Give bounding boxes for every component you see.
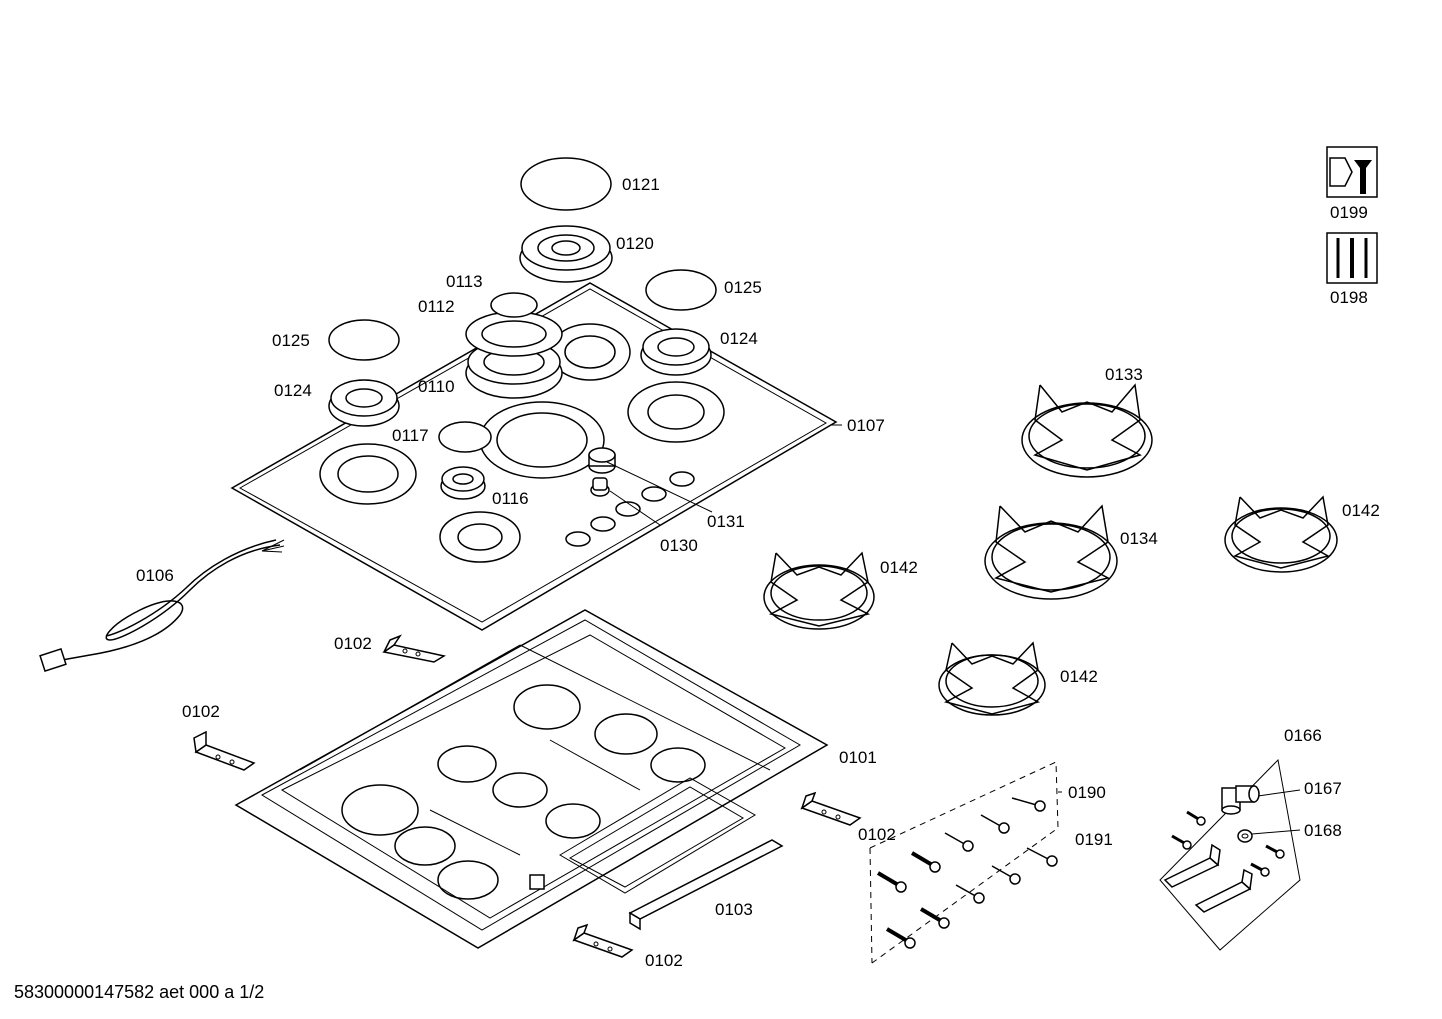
label-0116: 0116	[492, 489, 529, 508]
label-0133: 0133	[1105, 365, 1143, 384]
label-0117: 0117	[392, 426, 429, 445]
clamp-small	[1194, 868, 1253, 913]
label-0102-c: 0102	[858, 825, 896, 844]
clamp-small	[1163, 843, 1221, 888]
label-0102-b: 0102	[182, 702, 220, 721]
control-knob	[588, 447, 616, 474]
label-0110: 0110	[418, 377, 455, 396]
part-labels: 0121 0120 0113 0112 0125 0125 0124 0124 …	[136, 175, 1380, 970]
burner-cap-small	[438, 421, 492, 453]
clamp-d	[572, 923, 634, 958]
pan-support-0142-left	[763, 551, 875, 630]
label-0106: 0106	[136, 566, 174, 585]
screw-white	[955, 884, 985, 904]
label-0102-d: 0102	[645, 951, 683, 970]
label-0168: 0168	[1304, 821, 1342, 840]
pan-support-0133	[1021, 383, 1153, 478]
label-0125-right: 0125	[724, 278, 762, 297]
screw-black	[1250, 862, 1270, 877]
burner-head-right	[640, 328, 712, 376]
power-cable	[39, 539, 285, 672]
label-0167: 0167	[1304, 779, 1342, 798]
screw-black	[885, 927, 916, 949]
label-0101: 0101	[839, 748, 877, 767]
label-0166: 0166	[1284, 726, 1322, 745]
screw-black	[919, 907, 950, 929]
label-0190: 0190	[1068, 783, 1106, 802]
label-0130: 0130	[660, 536, 698, 555]
wrench-nut-icon	[1326, 146, 1378, 198]
pan-support-0142-bottom	[938, 641, 1046, 716]
label-0198: 0198	[1330, 288, 1368, 307]
label-0125-left: 0125	[272, 331, 310, 350]
label-0142-right: 0142	[1342, 501, 1380, 520]
label-0121: 0121	[622, 175, 660, 194]
pan-support-0142-right	[1224, 495, 1338, 573]
screw-black	[1265, 844, 1285, 859]
screw-black	[1171, 834, 1192, 850]
label-0191: 0191	[1075, 830, 1113, 849]
clamp-a	[382, 634, 447, 663]
label-0113: 0113	[446, 272, 483, 291]
wok-burner-assembly	[465, 292, 563, 399]
label-0124-left: 0124	[274, 381, 312, 400]
burner-cap-left	[328, 319, 400, 361]
label-0112: 0112	[418, 297, 455, 316]
screw-white	[991, 865, 1021, 885]
washer	[1237, 829, 1253, 843]
label-0199: 0199	[1330, 203, 1368, 222]
screw-black	[910, 851, 941, 873]
label-0124-right: 0124	[720, 329, 758, 348]
burner-cap-large	[520, 157, 612, 211]
clamp-b	[193, 730, 256, 771]
screw-set-box	[869, 761, 1059, 964]
label-0142-bottom: 0142	[1060, 667, 1098, 686]
label-0134: 0134	[1120, 529, 1158, 548]
burner-head-left	[328, 379, 400, 427]
label-0103: 0103	[715, 900, 753, 919]
burner-head-small	[440, 466, 486, 500]
pan-support-0134	[984, 504, 1118, 600]
clamp-c	[800, 791, 862, 826]
label-0102-a: 0102	[334, 634, 372, 653]
screw-black	[1186, 810, 1206, 826]
screw-white	[1026, 847, 1058, 867]
burner-cap-right	[645, 269, 717, 311]
label-0142-left: 0142	[880, 558, 918, 577]
screw-white	[1011, 797, 1046, 812]
leader-lines	[606, 424, 1301, 835]
screw-set-icon	[1326, 232, 1378, 284]
elbow-fitting	[1221, 785, 1260, 815]
document-code: 58300000147582 aet 000 a 1/2	[14, 982, 264, 1002]
screw-black	[876, 871, 907, 893]
base-tray	[234, 609, 829, 949]
gas-connection-set-box	[1159, 758, 1301, 951]
seal-strip	[628, 839, 784, 931]
label-0120: 0120	[616, 234, 654, 253]
label-0107: 0107	[847, 416, 885, 435]
burner-head-large	[519, 225, 613, 283]
label-0131: 0131	[707, 512, 745, 531]
screw-white	[980, 814, 1010, 834]
screw-white	[944, 832, 974, 852]
